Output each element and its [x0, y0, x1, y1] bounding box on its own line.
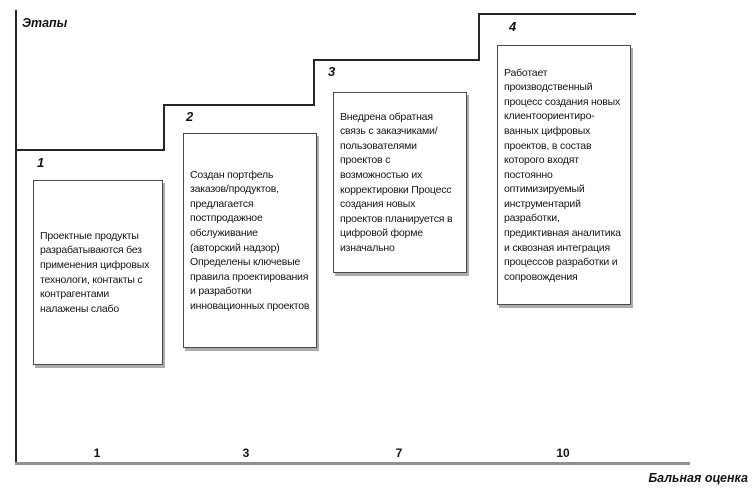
stage-1-number: 1: [37, 155, 45, 170]
x-tick-1: 1: [93, 446, 101, 460]
stage-4-number: 4: [509, 19, 517, 34]
y-axis-label: Этапы: [22, 16, 68, 30]
stage-2-text: Создан портфель заказов/продуктов, предл…: [190, 168, 310, 312]
step4-riser-line: [478, 13, 480, 61]
step4-tread-line: [478, 13, 636, 15]
x-axis-line: [15, 462, 690, 465]
stage-4-text: Работает производственный процесс создан…: [504, 66, 621, 283]
step3-tread-line: [313, 59, 480, 61]
stage-3-box: Внедрена обратная связь с заказчиками/ п…: [333, 92, 467, 273]
stage-2-box: Создан портфель заказов/продуктов, предл…: [183, 133, 317, 348]
x-tick-3: 3: [242, 446, 250, 460]
stage-2-number: 2: [186, 109, 194, 124]
x-tick-7: 7: [395, 446, 403, 460]
x-axis-label: Бальная оценка: [648, 471, 748, 485]
stage-4-box: Работает производственный процесс создан…: [497, 45, 631, 305]
stage-3-number: 3: [328, 64, 336, 79]
step1-tread-line: [15, 149, 165, 151]
stage-3-text: Внедрена обратная связь с заказчиками/ п…: [340, 110, 453, 254]
stage-1-text: Проектные продукты разрабатываются без п…: [40, 229, 150, 315]
step2-riser-line: [163, 104, 165, 151]
step3-riser-line: [313, 59, 315, 106]
step2-tread-line: [163, 104, 315, 106]
y-axis-line: [15, 10, 17, 465]
x-tick-10: 10: [556, 446, 570, 460]
stage-1-box: Проектные продукты разрабатываются без п…: [33, 180, 163, 365]
